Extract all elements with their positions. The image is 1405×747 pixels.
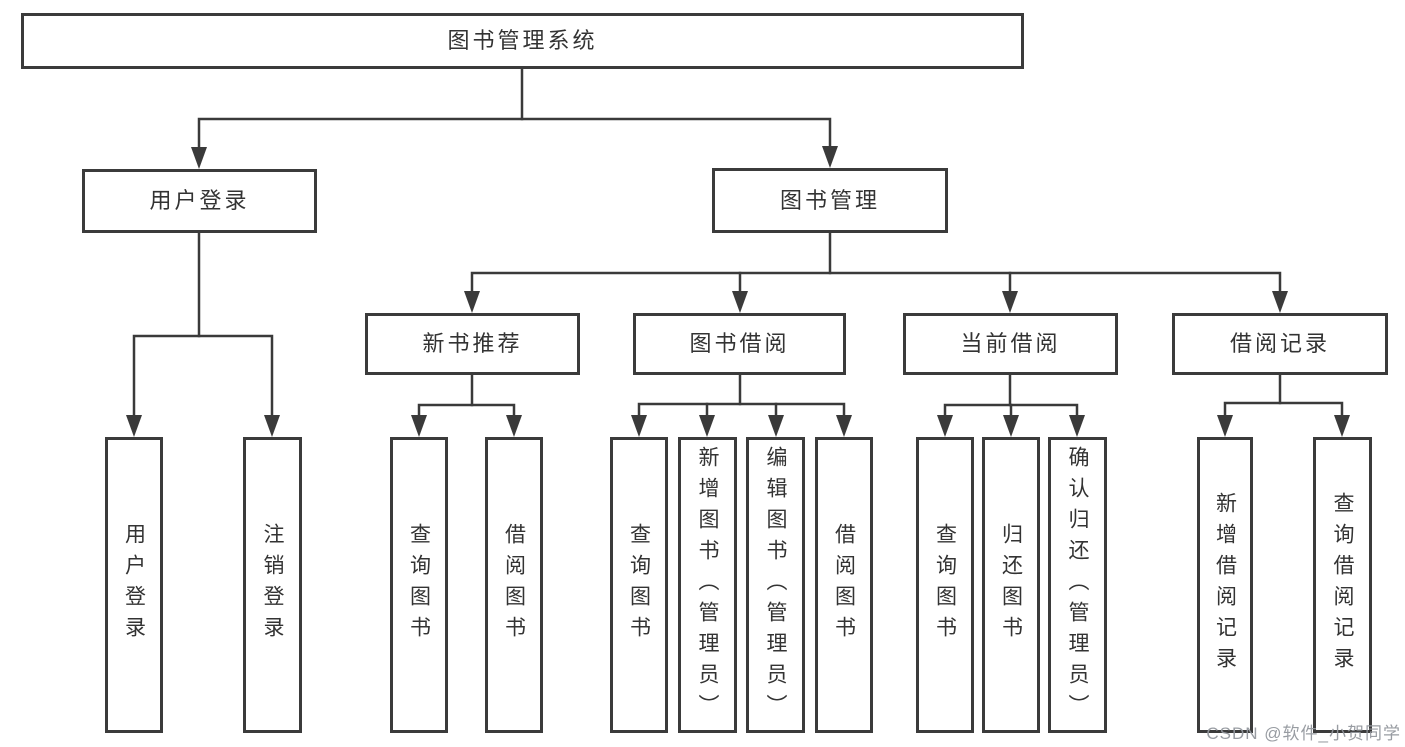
node-borrowing-records-label: 借阅记录 (1229, 331, 1330, 356)
leaf-query-books-3-label: 查询图书 (933, 523, 957, 647)
leaf-edit-books-admin: 编辑图书（管理员） (746, 437, 805, 733)
node-borrowing-records: 借阅记录 (1172, 313, 1388, 375)
arrow-down-icon (411, 415, 427, 437)
arrow-down-icon (699, 415, 715, 437)
node-book-management: 图书管理 (712, 168, 948, 233)
arrow-down-icon (191, 147, 207, 169)
leaf-logout: 注销登录 (243, 437, 302, 733)
leaf-query-borrow-record-label: 查询借阅记录 (1331, 492, 1354, 678)
leaf-user-login-label: 用户登录 (122, 523, 146, 647)
arrow-down-icon (768, 415, 784, 437)
leaf-confirm-return-admin: 确认归还（管理员） (1048, 437, 1107, 733)
arrow-down-icon (1002, 291, 1018, 313)
arrow-down-icon (1272, 291, 1288, 313)
arrow-down-icon (836, 415, 852, 437)
leaf-query-books-2: 查询图书 (610, 437, 668, 733)
arrow-down-icon (264, 415, 280, 437)
arrow-down-icon (1334, 415, 1350, 437)
node-user-login: 用户登录 (82, 169, 317, 233)
leaf-user-login: 用户登录 (105, 437, 163, 733)
leaf-query-books-2-label: 查询图书 (627, 523, 651, 647)
node-new-book-recommend-label: 新书推荐 (422, 331, 523, 356)
leaf-borrow-books-1: 借阅图书 (485, 437, 543, 733)
arrow-down-icon (1069, 415, 1085, 437)
arrow-down-icon (937, 415, 953, 437)
arrow-down-icon (732, 291, 748, 313)
leaf-borrow-books-2-label: 借阅图书 (832, 523, 856, 647)
leaf-add-borrow-record: 新增借阅记录 (1197, 437, 1253, 733)
arrow-down-icon (464, 291, 480, 313)
node-book-management-label: 图书管理 (779, 187, 880, 213)
leaf-borrow-books-1-label: 借阅图书 (502, 523, 526, 647)
leaf-query-books-1: 查询图书 (390, 437, 448, 733)
arrow-down-icon (1217, 415, 1233, 437)
leaf-return-books-label: 归还图书 (999, 523, 1023, 647)
leaf-confirm-return-admin-label: 确认归还（管理员） (1066, 445, 1089, 725)
node-current-borrowing: 当前借阅 (903, 313, 1118, 375)
node-root-label: 图书管理系统 (447, 28, 598, 53)
node-current-borrowing-label: 当前借阅 (960, 331, 1061, 356)
node-book-borrowing: 图书借阅 (633, 313, 846, 375)
leaf-add-borrow-record-label: 新增借阅记录 (1213, 492, 1237, 678)
node-user-login-label: 用户登录 (149, 188, 250, 213)
csdn-watermark: CSDN @软件_小贺同学 (1206, 724, 1401, 743)
leaf-add-books-admin-label: 新增图书（管理员） (696, 445, 719, 725)
node-root: 图书管理系统 (21, 13, 1024, 69)
leaf-edit-books-admin-label: 编辑图书（管理员） (764, 445, 787, 725)
leaf-query-borrow-record: 查询借阅记录 (1313, 437, 1372, 733)
leaf-query-books-1-label: 查询图书 (407, 523, 431, 647)
arrow-down-icon (631, 415, 647, 437)
node-new-book-recommend: 新书推荐 (365, 313, 580, 375)
leaf-return-books: 归还图书 (982, 437, 1040, 733)
arrow-down-icon (506, 415, 522, 437)
arrow-down-icon (1003, 415, 1019, 437)
node-book-borrowing-label: 图书借阅 (689, 331, 790, 356)
leaf-borrow-books-2: 借阅图书 (815, 437, 873, 733)
leaf-logout-label: 注销登录 (261, 523, 284, 647)
leaf-add-books-admin: 新增图书（管理员） (678, 437, 737, 733)
leaf-query-books-3: 查询图书 (916, 437, 974, 733)
arrow-down-icon (822, 146, 838, 168)
arrow-down-icon (126, 415, 142, 437)
